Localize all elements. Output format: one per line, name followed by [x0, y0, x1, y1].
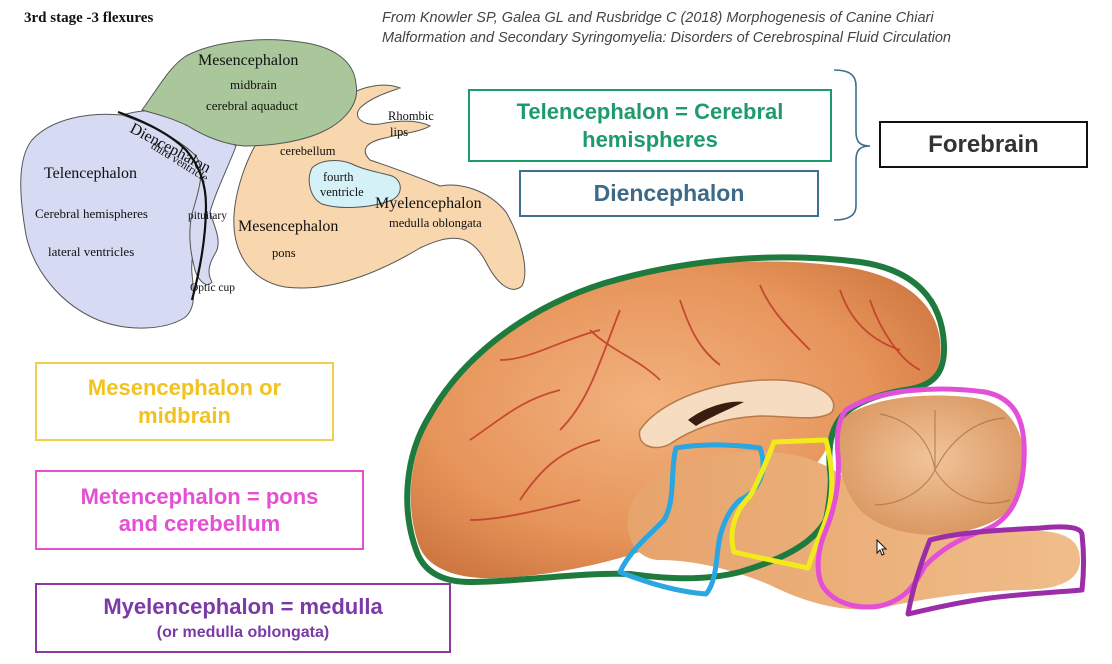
cerebellum-tissue: [837, 395, 1025, 535]
box-myelencephalon-line-1: Myelencephalon = medulla: [103, 594, 383, 620]
label-fourth: fourth: [323, 170, 354, 184]
label-cerebral-hemispheres: Cerebral hemispheres: [35, 206, 148, 221]
label-medulla-oblongata: medulla oblongata: [389, 216, 482, 230]
box-metencephalon-line-1: Metencephalon = pons: [80, 483, 319, 509]
box-forebrain-text: Forebrain: [928, 130, 1039, 158]
label-ventricle: ventricle: [320, 185, 364, 199]
box-metencephalon-line-2: and cerebellum: [118, 511, 281, 536]
box-myelencephalon: Myelencephalon = medulla (or medulla obl…: [35, 583, 451, 653]
label-rhombic: Rhombic: [388, 109, 434, 123]
box-mesencephalon-line-2: midbrain: [138, 402, 231, 428]
embryo-diagram: [20, 39, 526, 329]
citation: From Knowler SP, Galea GL and Rusbridge …: [382, 8, 1082, 48]
label-mesencephalon-top: Mesencephalon: [198, 52, 299, 69]
corpus-callosum: [638, 379, 835, 449]
box-forebrain: Forebrain: [879, 121, 1088, 168]
forebrain-brace: [833, 69, 871, 221]
myelencephalon-outline: [905, 524, 1086, 617]
citation-line-2: Malformation and Secondary Syringomyelia…: [382, 30, 951, 46]
label-cerebral-aquaduct: cerebral aquaduct: [206, 98, 299, 113]
label-midbrain: midbrain: [230, 77, 277, 92]
box-telencephalon-line-1: Telencephalon = Cerebral: [516, 99, 784, 124]
label-pons: pons: [272, 246, 296, 260]
box-diencephalon: Diencephalon: [519, 170, 819, 217]
box-myelencephalon-line-2: (or medulla oblongata): [156, 623, 330, 641]
box-diencephalon-text: Diencephalon: [593, 180, 745, 207]
flexure-line: [117, 110, 208, 301]
mesencephalon-outline: [729, 437, 835, 571]
metencephalon-outline: [815, 386, 1027, 610]
label-lips: lips: [390, 125, 409, 139]
label-myelencephalon: Myelencephalon: [375, 195, 482, 212]
box-mesencephalon-line-1: Mesencephalon or: [87, 375, 282, 400]
box-telencephalon-line-2: hemispheres: [582, 126, 718, 152]
lateral-ventricle: [688, 401, 744, 426]
box-mesencephalon: Mesencephalon or midbrain: [35, 362, 334, 441]
label-optic-cup: Optic cup: [190, 282, 236, 294]
cerebellum-folia: [874, 410, 1011, 506]
diencephalon-outline: [617, 442, 766, 597]
cortical-vessels: [469, 284, 921, 521]
label-cerebellum: cerebellum: [280, 144, 336, 158]
label-mesencephalon-pons: Mesencephalon: [238, 218, 339, 235]
box-telencephalon: Telencephalon = Cerebral hemispheres: [468, 89, 832, 162]
stage-title: 3rd stage -3 flexures: [24, 10, 154, 26]
mouse-cursor-icon: [876, 538, 888, 556]
fourth-ventricle-region: [308, 160, 401, 208]
mesencephalon-region: [141, 39, 358, 147]
label-lateral-ventricles: lateral ventricles: [48, 244, 135, 259]
box-metencephalon: Metencephalon = pons and cerebellum: [35, 470, 364, 550]
citation-line-1: From Knowler SP, Galea GL and Rusbridge …: [382, 10, 934, 26]
label-telencephalon: Telencephalon: [44, 165, 138, 182]
label-pituitary: pituitary: [188, 210, 227, 222]
brain-photo: [404, 254, 1086, 617]
